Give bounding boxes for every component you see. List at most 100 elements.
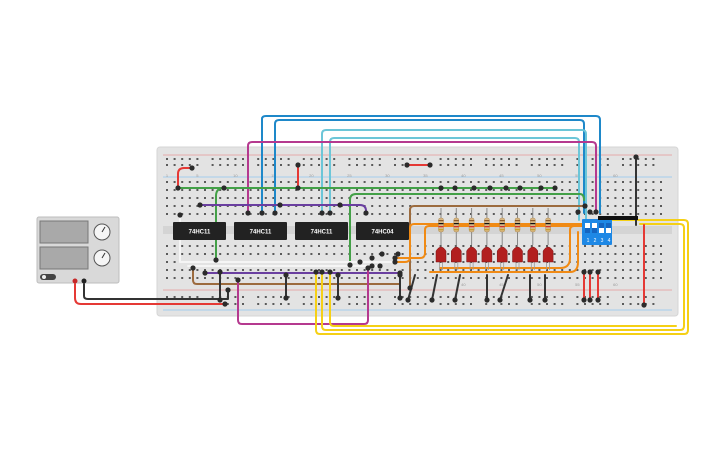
wire-endpoint[interactable] xyxy=(295,185,301,191)
wire-endpoint[interactable] xyxy=(217,297,223,303)
wire-blue-1[interactable] xyxy=(261,115,601,214)
wire-yellow-3[interactable] xyxy=(329,271,677,327)
wire-endpoint[interactable] xyxy=(397,272,403,278)
wire-endpoint[interactable] xyxy=(221,185,227,191)
wire-endpoint[interactable] xyxy=(197,202,203,208)
wire-endpoint[interactable] xyxy=(581,269,587,275)
wire-endpoint[interactable] xyxy=(587,269,593,275)
wire-endpoint[interactable] xyxy=(397,295,403,301)
wire-red-supply[interactable] xyxy=(74,281,226,305)
wire-endpoint[interactable] xyxy=(335,295,341,301)
wire-endpoint[interactable] xyxy=(581,297,587,303)
chip-74hc04[interactable]: 74HC04 xyxy=(356,222,409,240)
wire-endpoint[interactable] xyxy=(595,297,601,303)
wire-endpoint[interactable] xyxy=(225,287,231,293)
wire-endpoint[interactable] xyxy=(337,202,343,208)
wire-cyan-1[interactable] xyxy=(321,129,587,221)
wire-endpoint[interactable] xyxy=(202,270,208,276)
wire-endpoint[interactable] xyxy=(277,202,283,208)
wire-endpoint[interactable] xyxy=(587,297,593,303)
resistor[interactable] xyxy=(484,208,490,245)
wire-endpoint[interactable] xyxy=(407,285,413,291)
psu-positive-terminal[interactable] xyxy=(72,278,78,284)
wire-endpoint[interactable] xyxy=(593,209,599,215)
wire-endpoint[interactable] xyxy=(357,259,363,265)
wire-green-right[interactable] xyxy=(349,193,585,266)
wire-endpoint[interactable] xyxy=(283,295,289,301)
led[interactable] xyxy=(496,246,508,270)
wire-endpoint[interactable] xyxy=(405,297,411,303)
wire-orange-4[interactable] xyxy=(429,231,579,273)
wire-endpoint[interactable] xyxy=(369,255,375,261)
wire-magenta-bottom[interactable] xyxy=(237,267,369,325)
wire-endpoint[interactable] xyxy=(484,297,490,303)
wire-endpoint[interactable] xyxy=(245,210,251,216)
resistor[interactable] xyxy=(468,208,475,245)
chip-74hc11-1[interactable]: 74HC11 xyxy=(173,222,226,240)
wire-endpoint[interactable] xyxy=(175,185,181,191)
wire-endpoint[interactable] xyxy=(641,302,647,308)
chip-74hc11-2[interactable]: 74HC11 xyxy=(234,222,287,240)
wire-endpoint[interactable] xyxy=(190,265,196,271)
power-supply[interactable] xyxy=(36,216,120,284)
wire-endpoint[interactable] xyxy=(552,185,558,191)
wire-endpoint[interactable] xyxy=(575,209,581,215)
resistor[interactable] xyxy=(499,208,505,245)
wire-endpoint[interactable] xyxy=(363,210,369,216)
wire-endpoint[interactable] xyxy=(527,297,533,303)
led[interactable] xyxy=(451,246,462,270)
wire-endpoint[interactable] xyxy=(259,210,265,216)
led[interactable] xyxy=(512,246,523,270)
wire-endpoint[interactable] xyxy=(587,209,593,215)
dip-toggle[interactable] xyxy=(585,223,590,228)
wire-endpoint[interactable] xyxy=(538,185,544,191)
wire-endpoint[interactable] xyxy=(487,185,493,191)
dip-toggle[interactable] xyxy=(606,228,611,233)
wire-endpoint[interactable] xyxy=(177,212,183,218)
wire-endpoint[interactable] xyxy=(633,154,639,160)
resistor[interactable] xyxy=(438,208,444,245)
wire-endpoint[interactable] xyxy=(295,162,301,168)
wire-cyan-2[interactable] xyxy=(329,137,580,221)
dip-toggle[interactable] xyxy=(599,228,604,233)
wire-endpoint[interactable] xyxy=(365,265,371,271)
wire-endpoint[interactable] xyxy=(582,203,588,209)
wire-endpoint[interactable] xyxy=(335,272,341,278)
wire-red-dip-pulldowns[interactable] xyxy=(583,271,599,301)
wire-brown-2[interactable] xyxy=(409,205,586,289)
psu-negative-terminal[interactable] xyxy=(81,278,87,284)
wire-endpoint[interactable] xyxy=(471,185,477,191)
wire-endpoint[interactable] xyxy=(319,210,325,216)
resistor[interactable] xyxy=(545,208,551,245)
wire-brown-1[interactable] xyxy=(192,267,401,285)
dip-toggle[interactable] xyxy=(592,223,597,228)
wire-endpoint[interactable] xyxy=(235,277,241,283)
wire-endpoint[interactable] xyxy=(283,272,289,278)
wire-endpoint[interactable] xyxy=(497,297,503,303)
wire-endpoint[interactable] xyxy=(503,185,509,191)
wire-endpoint[interactable] xyxy=(438,185,444,191)
wire-endpoint[interactable] xyxy=(189,165,195,171)
resistor[interactable] xyxy=(514,208,521,245)
led[interactable] xyxy=(542,246,554,270)
wire-blue-2[interactable] xyxy=(274,119,585,214)
wire-endpoint[interactable] xyxy=(217,269,223,275)
wire-orange-1[interactable] xyxy=(394,223,591,263)
wire-endpoint[interactable] xyxy=(379,251,385,257)
wire-yellow-1[interactable] xyxy=(315,219,689,335)
wire-endpoint[interactable] xyxy=(319,269,325,275)
wire-endpoint[interactable] xyxy=(542,297,548,303)
wire-endpoint[interactable] xyxy=(595,269,601,275)
led[interactable] xyxy=(527,246,539,270)
wire-yellow-2[interactable] xyxy=(321,223,685,331)
wire-endpoint[interactable] xyxy=(452,185,458,191)
wire-endpoint[interactable] xyxy=(327,269,333,275)
resistor[interactable] xyxy=(530,208,536,245)
wire-magenta-top[interactable] xyxy=(247,141,597,214)
wire-endpoint[interactable] xyxy=(392,259,398,265)
dip-switch[interactable]: 1 2 3 4 xyxy=(582,219,612,245)
wire-endpoint[interactable] xyxy=(377,263,383,269)
led[interactable] xyxy=(466,246,477,270)
wire-black-supply[interactable] xyxy=(83,281,229,300)
